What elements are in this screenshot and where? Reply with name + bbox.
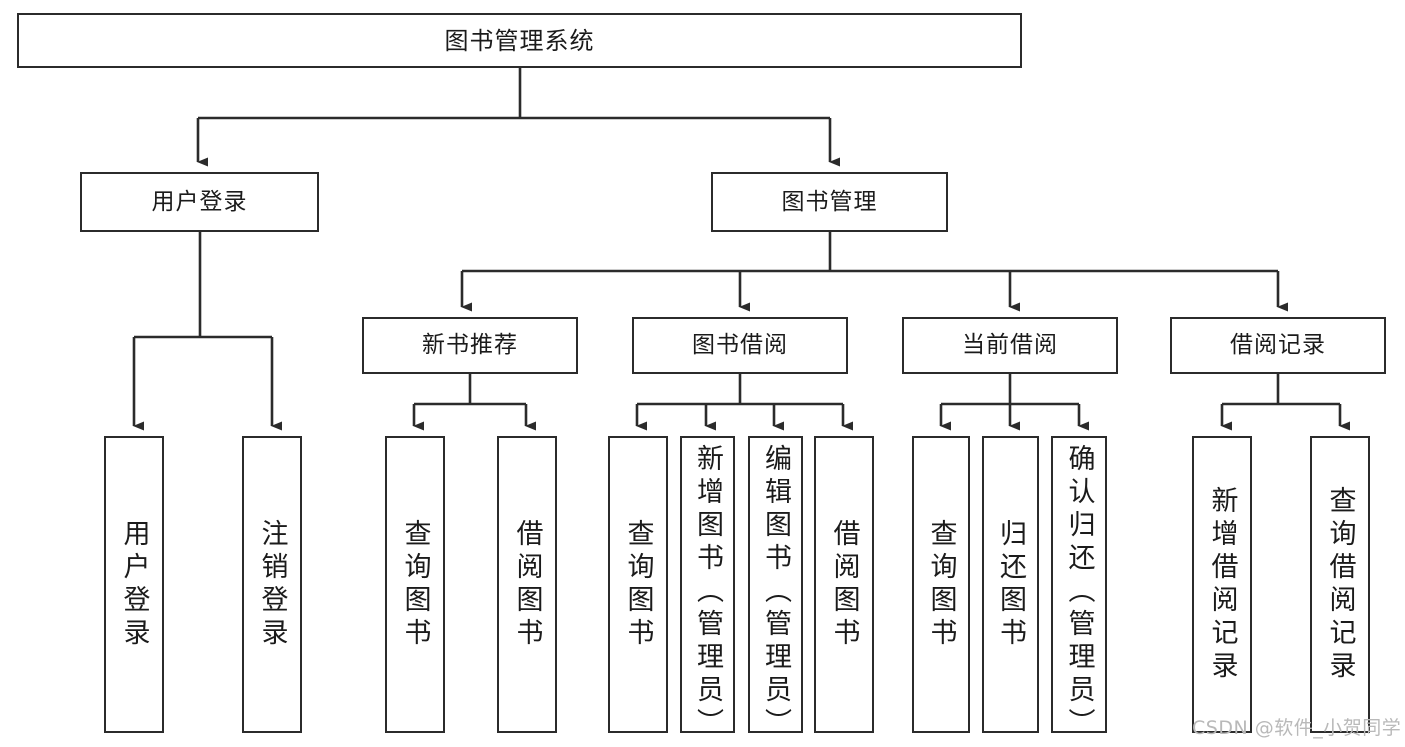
leaf-edit-book-admin[interactable]: 编辑图书（管理员） bbox=[748, 436, 803, 741]
node-label: 查询图书 bbox=[399, 518, 431, 651]
node-label: 查询借阅记录 bbox=[1324, 485, 1356, 684]
node-label: 借阅图书 bbox=[828, 518, 860, 651]
leaf-query-borrow-record[interactable]: 查询借阅记录 bbox=[1310, 436, 1370, 733]
leaf-confirm-return-admin[interactable]: 确认归还（管理员） bbox=[1051, 436, 1107, 741]
node-book-management[interactable]: 图书管理 bbox=[711, 172, 948, 232]
node-label: 新书推荐 bbox=[422, 332, 518, 358]
node-label: 编辑图书（管理员） bbox=[760, 444, 791, 741]
leaf-query-book-borrow[interactable]: 查询图书 bbox=[608, 436, 668, 733]
leaf-query-book-current[interactable]: 查询图书 bbox=[912, 436, 970, 733]
node-label: 新增图书（管理员） bbox=[692, 444, 723, 741]
node-borrow-record[interactable]: 借阅记录 bbox=[1170, 317, 1386, 374]
node-current-borrow[interactable]: 当前借阅 bbox=[902, 317, 1118, 374]
node-book-borrow[interactable]: 图书借阅 bbox=[632, 317, 848, 374]
node-label: 新增借阅记录 bbox=[1206, 485, 1238, 684]
leaf-logout[interactable]: 注销登录 bbox=[242, 436, 302, 733]
leaf-borrow-book-recommend[interactable]: 借阅图书 bbox=[497, 436, 557, 733]
node-label: 确认归还（管理员） bbox=[1063, 444, 1095, 741]
node-label: 用户登录 bbox=[151, 188, 248, 215]
node-root-system[interactable]: 图书管理系统 bbox=[17, 13, 1022, 68]
leaf-user-login[interactable]: 用户登录 bbox=[104, 436, 164, 733]
leaf-add-borrow-record[interactable]: 新增借阅记录 bbox=[1192, 436, 1252, 733]
node-label: 注销登录 bbox=[256, 518, 288, 651]
node-label: 归还图书 bbox=[995, 518, 1026, 651]
node-label: 图书管理 bbox=[781, 188, 878, 215]
leaf-borrow-book-borrow[interactable]: 借阅图书 bbox=[814, 436, 874, 733]
node-label: 借阅图书 bbox=[511, 518, 543, 651]
leaf-add-book-admin[interactable]: 新增图书（管理员） bbox=[680, 436, 735, 741]
node-label: 查询图书 bbox=[622, 518, 654, 651]
node-label: 图书管理系统 bbox=[444, 26, 595, 55]
node-label: 借阅记录 bbox=[1230, 332, 1326, 358]
node-label: 查询图书 bbox=[925, 518, 957, 651]
node-label: 当前借阅 bbox=[962, 332, 1058, 358]
node-label: 用户登录 bbox=[118, 518, 150, 651]
node-label: 图书借阅 bbox=[692, 332, 788, 358]
leaf-query-book-recommend[interactable]: 查询图书 bbox=[385, 436, 445, 733]
leaf-return-book[interactable]: 归还图书 bbox=[982, 436, 1039, 733]
node-new-book-recommend[interactable]: 新书推荐 bbox=[362, 317, 578, 374]
node-user-login[interactable]: 用户登录 bbox=[80, 172, 319, 232]
